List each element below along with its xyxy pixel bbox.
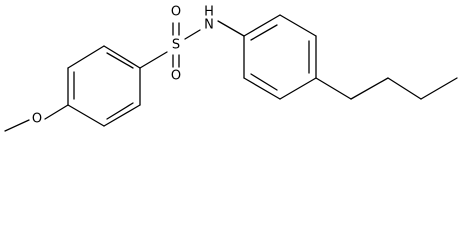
ring-a-double-bond bbox=[106, 52, 134, 69]
ring-a-bond bbox=[103, 45, 141, 69]
butyl-bond bbox=[315, 77, 352, 100]
chemical-structure-diagram: O S O O H N bbox=[4, 5, 458, 132]
ring-a-bond bbox=[67, 104, 105, 127]
sulfonyl-oxygen-top-label: O bbox=[171, 5, 181, 20]
ring-b-double-bond bbox=[250, 73, 278, 91]
o-aryl-bond bbox=[44, 104, 69, 120]
butyl-bond bbox=[387, 77, 422, 100]
atom-labels: O S O O H N bbox=[32, 5, 214, 127]
butyl-chain bbox=[315, 77, 458, 100]
butyl-bond bbox=[420, 77, 458, 100]
amine-hydrogen-label: H bbox=[204, 5, 214, 20]
amine-nitrogen-label: N bbox=[204, 18, 214, 33]
ring-a-bond bbox=[67, 45, 105, 69]
ring-b-bond bbox=[279, 77, 317, 100]
methoxyphenyl-ring bbox=[67, 45, 141, 127]
butyl-bond bbox=[350, 77, 389, 100]
butylphenyl-ring bbox=[243, 14, 317, 100]
methoxy-oxygen-label: O bbox=[32, 112, 42, 127]
s-n-bond bbox=[184, 29, 201, 40]
aryl-s-bond bbox=[139, 51, 168, 69]
n-aryl-bond bbox=[217, 20, 245, 37]
methyl-o-bond bbox=[4, 119, 30, 132]
ring-a-double-bond bbox=[106, 102, 134, 120]
sulfur-label: S bbox=[172, 38, 180, 53]
bond-lines bbox=[4, 14, 458, 132]
ring-b-bond bbox=[243, 77, 281, 100]
ring-a-bond bbox=[103, 104, 141, 127]
ring-b-double-bond bbox=[250, 24, 278, 41]
ring-b-bond bbox=[243, 14, 281, 37]
sulfonyl-oxygen-bottom-label: O bbox=[171, 69, 181, 84]
ring-b-bond bbox=[279, 14, 317, 37]
